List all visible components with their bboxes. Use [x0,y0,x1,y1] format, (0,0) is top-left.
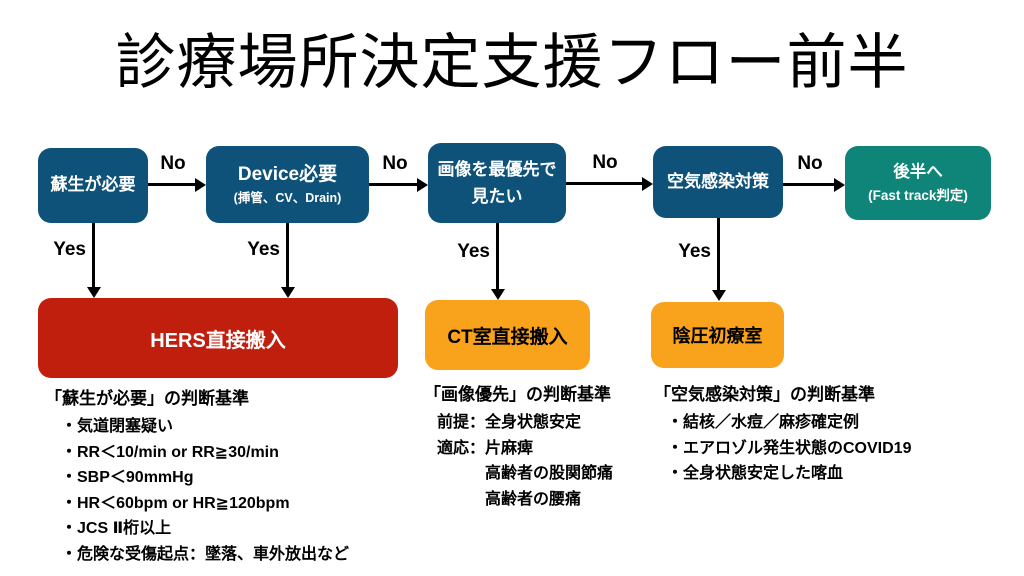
flow-node-sublabel: (挿管、CV、Drain) [233,191,342,206]
no-arrow-4-head [834,177,845,192]
outcome-label: CT室直接搬入 [447,326,568,348]
no-arrow-2-head [417,177,428,192]
flow-node-label: 蘇生が必要 [50,175,136,195]
criteria-title: 「画像優先」の判断基準 [424,385,611,404]
no-arrow-3-head [642,176,653,191]
flow-node-label: Device必要 [237,163,338,185]
flow-node-second-half: 後半へ (Fast track判定) [845,146,991,220]
yes-arrow-1-line [92,223,95,288]
criteria-list-imaging: 「画像優先」の判断基準 前提：全身状態安定 適応：片麻痺 高齢者の股関節痛 高齢… [424,383,613,512]
criteria-item: ・危険な受傷起点：墜落、車外放出など [61,545,350,563]
yes-label-1: Yes [53,239,86,260]
outcome-label: HERS直接搬入 [150,329,286,352]
criteria-item: 高齢者の腰痛 [437,490,582,508]
criteria-item: 前提：全身状態安定 [437,414,582,431]
flow-node-label-line2: 見たい [471,187,523,206]
yes-arrow-2-line [286,223,289,288]
criteria-item: ・結核／水痘／麻疹確定例 [667,414,860,431]
yes-arrow-3-head [490,289,505,300]
no-label-2: No [382,153,408,174]
flow-node-sublabel: (Fast track判定) [868,187,968,203]
page-title: 診療場所決定支援フロー前半 [115,29,909,96]
criteria-list-airborne: 「空気感染対策」の判断基準 ・結核／水痘／麻疹確定例 ・エアロゾル発生状態のCO… [654,383,911,487]
criteria-item: ・JCS Ⅱ桁以上 [61,520,172,537]
criteria-item: ・エアロゾル発生状態のCOVID19 [667,439,912,457]
outcome-box-hers: HERS直接搬入 [38,298,398,378]
criteria-item: 適応：片麻痺 [437,439,534,457]
flow-node-airborne: 空気感染対策 [653,146,783,218]
no-label-1: No [160,153,186,174]
flow-node-device: Device必要 (挿管、CV、Drain) [206,146,369,223]
flow-node-resuscitation: 蘇生が必要 [38,148,148,223]
outcome-box-ct-room: CT室直接搬入 [425,300,590,370]
criteria-title: 「蘇生が必要」の判断基準 [45,389,249,408]
yes-label-4: Yes [678,241,711,262]
yes-arrow-4-line [717,218,720,291]
criteria-title: 「空気感染対策」の判断基準 [654,385,875,404]
flow-node-imaging: 画像を最優先で 見たい [428,143,566,223]
yes-arrow-2-head [280,287,295,298]
no-arrow-1-line [148,183,196,186]
outcome-box-negative-pressure-room: 陰圧初療室 [651,302,784,368]
no-arrow-3-line [566,182,643,185]
yes-arrow-3-line [496,223,499,290]
flow-node-label: 空気感染対策 [667,171,769,191]
outcome-label: 陰圧初療室 [672,326,763,346]
criteria-item: 高齢者の股関節痛 [437,465,614,482]
criteria-item: ・HR＜60bpm or HR≧120bpm [61,494,290,512]
flow-node-label: 後半へ [893,163,943,182]
yes-label-2: Yes [247,239,280,260]
yes-arrow-1-head [86,287,101,298]
no-arrow-2-line [369,183,418,186]
criteria-list-resuscitation: 「蘇生が必要」の判断基準 ・気道閉塞疑い ・RR＜10/min or RR≧30… [45,387,349,567]
no-arrow-1-head [195,177,206,192]
flow-node-label-line1: 画像を最優先で [437,159,557,179]
yes-label-3: Yes [457,241,490,262]
no-arrow-4-line [783,183,835,186]
criteria-item: ・SBP＜90mmHg [61,469,194,486]
no-label-3: No [592,152,618,173]
criteria-item: ・気道閉塞疑い [61,418,174,435]
criteria-item: ・全身状態安定した喀血 [667,465,844,482]
no-label-4: No [797,153,823,174]
criteria-item: ・RR＜10/min or RR≧30/min [61,443,279,461]
yes-arrow-4-head [711,290,726,301]
